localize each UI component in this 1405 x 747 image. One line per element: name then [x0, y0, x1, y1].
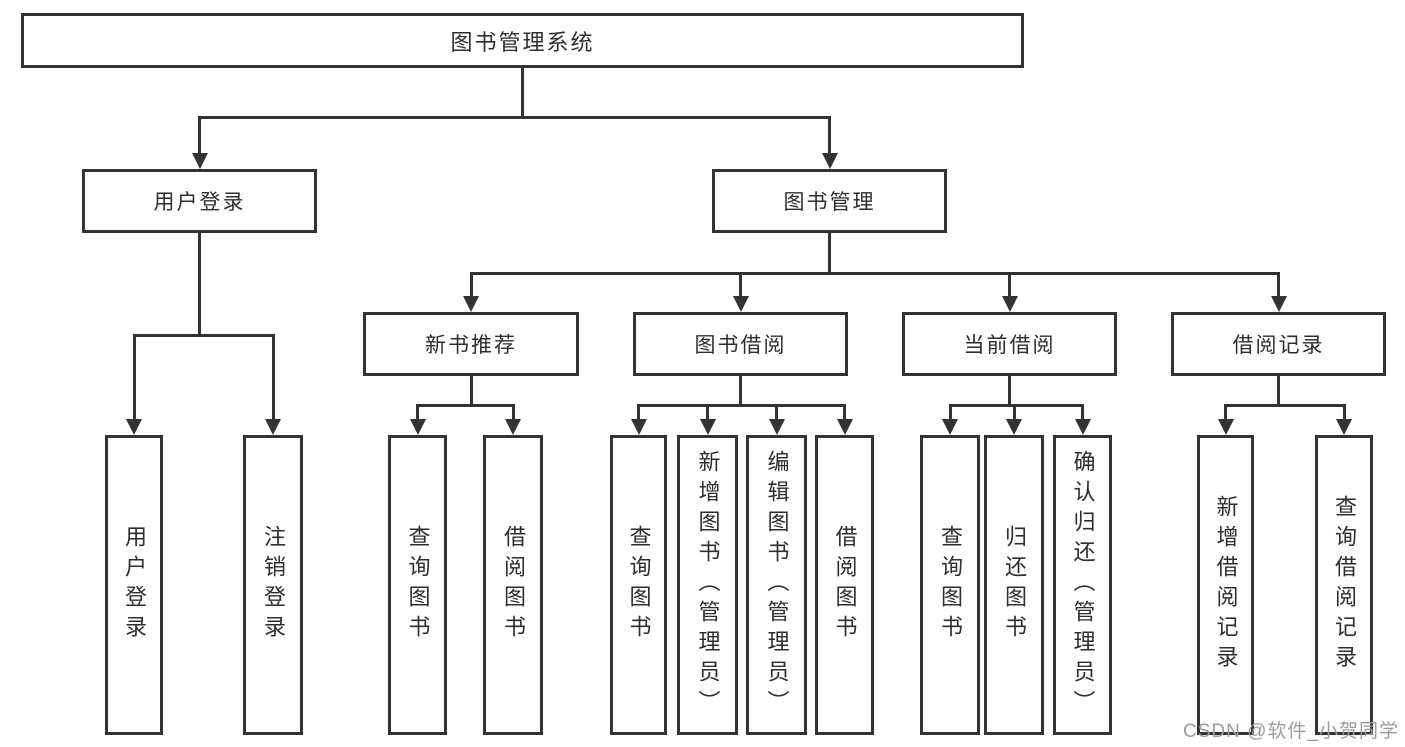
node-label-v-user-login: 用户登录 [122, 525, 147, 645]
node-v-query-book-2: 查询图书 [610, 435, 667, 735]
arrow-down-icon [1270, 296, 1287, 312]
connector-drop-v-add-borrow-record [1224, 405, 1227, 421]
node-user-login: 用户登录 [82, 169, 317, 233]
connector-drop-v-query-book-3 [948, 405, 952, 421]
node-label-v-query-book-2: 查询图书 [626, 525, 652, 645]
node-v-query-book-1: 查询图书 [388, 435, 447, 735]
node-borrow-records: 借阅记录 [1171, 312, 1386, 376]
connector-drop-v-borrow-book-1 [511, 405, 515, 421]
node-v-edit-book: 编辑图书（管理员） [746, 435, 807, 735]
node-label-book-mgmt: 图书管理 [783, 191, 876, 214]
arrow-down-icon [1006, 419, 1022, 435]
node-label-v-confirm-return: 确认归还（管理员） [1070, 450, 1096, 720]
node-v-user-login: 用户登录 [105, 435, 163, 735]
connector-drop-v-logout [271, 335, 275, 421]
arrow-down-icon [265, 419, 281, 435]
node-label-borrow-records: 借阅记录 [1232, 334, 1325, 357]
connector-drop-v-confirm-return [1081, 405, 1084, 421]
node-label-root: 图书管理系统 [450, 29, 595, 55]
connector-stem-book-borrow [739, 375, 742, 407]
node-root: 图书管理系统 [21, 13, 1024, 68]
arrow-down-icon [409, 419, 426, 435]
arrow-down-icon [630, 419, 647, 435]
connector-branch-book-borrow [637, 403, 846, 407]
connector-drop-borrow-records [1277, 273, 1280, 298]
connector-drop-v-borrow-book-2 [843, 405, 846, 421]
connector-drop-new-book-rec [469, 273, 473, 298]
watermark: CSDN @软件_小贺同学 [1183, 721, 1399, 742]
node-v-query-book-3: 查询图书 [920, 435, 980, 735]
connector-branch-current-borrow [948, 403, 1084, 407]
connector-drop-v-user-login [132, 335, 136, 421]
arrow-down-icon [768, 419, 785, 435]
connector-stem-borrow-records [1277, 375, 1280, 407]
connector-branch-book-mgmt [469, 271, 1280, 275]
connector-branch-borrow-records [1224, 403, 1346, 407]
arrow-down-icon [732, 296, 749, 312]
arrow-down-icon [505, 419, 521, 435]
arrow-down-icon [1001, 296, 1018, 312]
arrow-down-icon [699, 419, 716, 435]
node-label-v-borrow-book-1: 借阅图书 [501, 525, 526, 645]
node-v-add-book: 新增图书（管理员） [677, 435, 738, 735]
node-v-add-borrow-record: 新增借阅记录 [1197, 435, 1254, 735]
connector-drop-v-query-borrow-record [1342, 405, 1346, 421]
arrow-down-icon [942, 419, 958, 435]
arrow-down-icon [1074, 419, 1091, 435]
node-label-v-query-borrow-record: 查询借阅记录 [1332, 495, 1357, 675]
arrow-down-icon [1336, 419, 1352, 435]
node-book-mgmt: 图书管理 [712, 169, 947, 233]
connector-drop-book-mgmt [828, 117, 831, 155]
connector-branch-user-login [132, 333, 275, 337]
node-label-new-book-rec: 新书推荐 [425, 334, 517, 357]
connector-stem-current-borrow [1008, 375, 1011, 407]
node-label-v-add-borrow-record: 新增借阅记录 [1213, 495, 1239, 675]
connector-branch-root [198, 115, 831, 119]
node-label-v-edit-book: 编辑图书（管理员） [764, 450, 790, 720]
node-v-confirm-return: 确认归还（管理员） [1053, 435, 1112, 735]
node-label-v-logout: 注销登录 [261, 525, 286, 645]
connector-stem-book-mgmt [828, 232, 831, 275]
connector-stem-new-book-rec [469, 375, 473, 407]
node-v-query-borrow-record: 查询借阅记录 [1315, 435, 1373, 735]
arrow-down-icon [1217, 419, 1234, 435]
arrow-down-icon [463, 296, 479, 312]
connector-drop-v-query-book-2 [637, 405, 640, 421]
connector-drop-current-borrow [1008, 273, 1011, 298]
node-label-user-login: 用户登录 [153, 191, 246, 214]
node-v-borrow-book-2: 借阅图书 [815, 435, 874, 735]
connector-drop-user-login [198, 117, 201, 155]
node-v-logout: 注销登录 [243, 435, 303, 735]
node-label-v-add-book: 新增图书（管理员） [695, 450, 721, 720]
connector-drop-v-add-book [706, 405, 709, 421]
connector-stem-root [521, 67, 524, 119]
connector-drop-book-borrow [739, 273, 742, 298]
node-current-borrow: 当前借阅 [902, 312, 1117, 376]
connector-drop-v-return-book [1012, 405, 1016, 421]
node-label-v-borrow-book-2: 借阅图书 [832, 525, 858, 645]
node-v-borrow-book-1: 借阅图书 [483, 435, 543, 735]
node-label-book-borrow: 图书借阅 [694, 334, 787, 357]
arrow-down-icon [836, 419, 853, 435]
node-new-book-rec: 新书推荐 [363, 312, 579, 376]
node-v-return-book: 归还图书 [984, 435, 1044, 735]
node-label-v-return-book: 归还图书 [1002, 525, 1027, 645]
connector-drop-v-query-book-1 [416, 405, 419, 421]
connector-branch-new-book-rec [416, 403, 515, 407]
node-label-v-query-book-3: 查询图书 [938, 525, 963, 645]
arrow-down-icon [191, 153, 208, 169]
connector-drop-v-edit-book [775, 405, 778, 421]
connector-stem-user-login [198, 232, 201, 337]
node-book-borrow: 图书借阅 [633, 312, 848, 376]
arrow-down-icon [126, 419, 142, 435]
arrow-down-icon [821, 153, 838, 169]
node-label-v-query-book-1: 查询图书 [405, 525, 431, 645]
node-label-current-borrow: 当前借阅 [963, 334, 1056, 357]
